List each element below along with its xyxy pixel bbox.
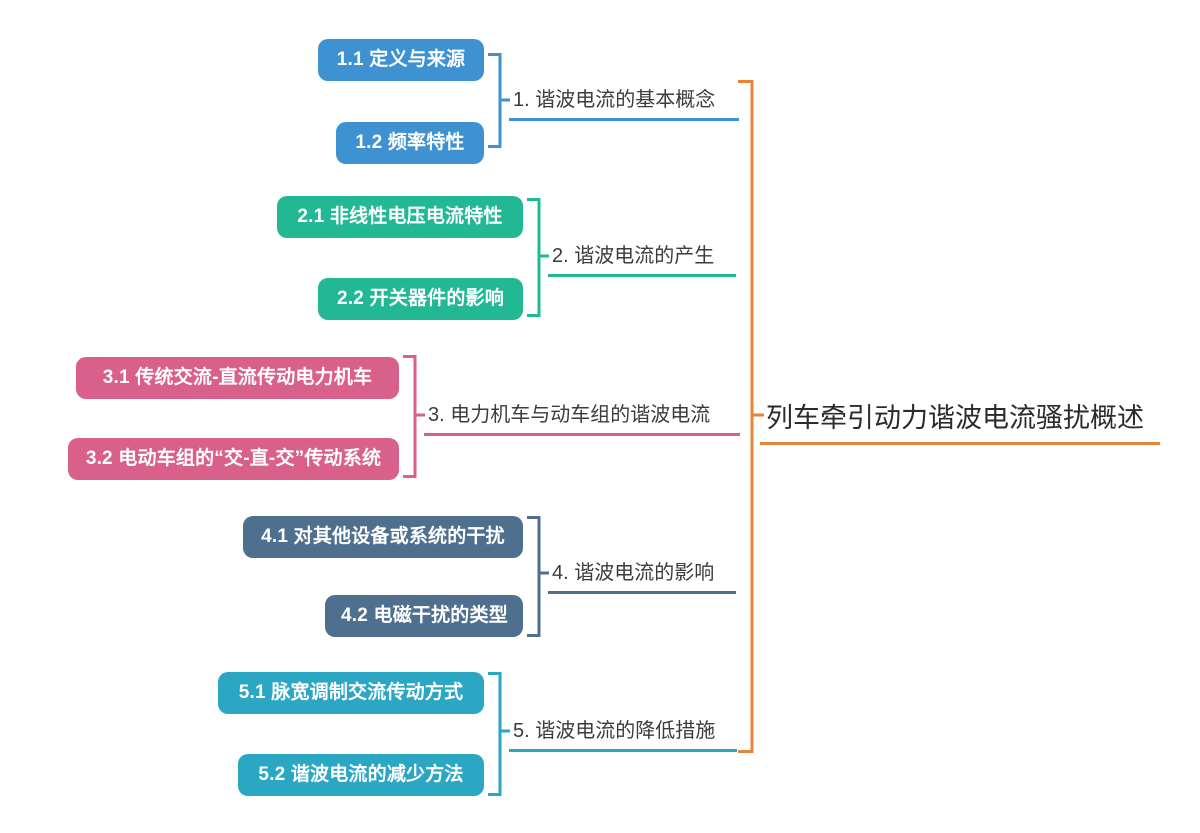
branch-label-3[interactable]: 3. 电力机车与动车组的谐波电流: [424, 400, 740, 436]
leaf-node-1-1[interactable]: 1.1 定义与来源: [318, 39, 484, 81]
leaf-node-3-1[interactable]: 3.1 传统交流-直流传动电力机车: [76, 357, 399, 399]
leaf-node-4-1[interactable]: 4.1 对其他设备或系统的干扰: [243, 516, 523, 558]
leaf-node-4-2[interactable]: 4.2 电磁干扰的类型: [325, 595, 523, 637]
branch-label-5[interactable]: 5. 谐波电流的降低措施: [509, 716, 737, 752]
leaf-node-2-1[interactable]: 2.1 非线性电压电流特性: [277, 196, 523, 238]
leaf-node-1-2[interactable]: 1.2 频率特性: [336, 122, 484, 164]
leaf-node-2-2[interactable]: 2.2 开关器件的影响: [318, 278, 523, 320]
branch-label-4[interactable]: 4. 谐波电流的影响: [548, 558, 736, 594]
leaf-node-5-1[interactable]: 5.1 脉宽调制交流传动方式: [218, 672, 484, 714]
leaf-node-5-2[interactable]: 5.2 谐波电流的减少方法: [238, 754, 484, 796]
leaf-node-3-2[interactable]: 3.2 电动车组的“交-直-交”传动系统: [68, 438, 399, 480]
root-node-title[interactable]: 列车牵引动力谐波电流骚扰概述: [760, 398, 1160, 445]
branch-label-2[interactable]: 2. 谐波电流的产生: [548, 241, 736, 277]
branch-label-1[interactable]: 1. 谐波电流的基本概念: [509, 85, 739, 121]
